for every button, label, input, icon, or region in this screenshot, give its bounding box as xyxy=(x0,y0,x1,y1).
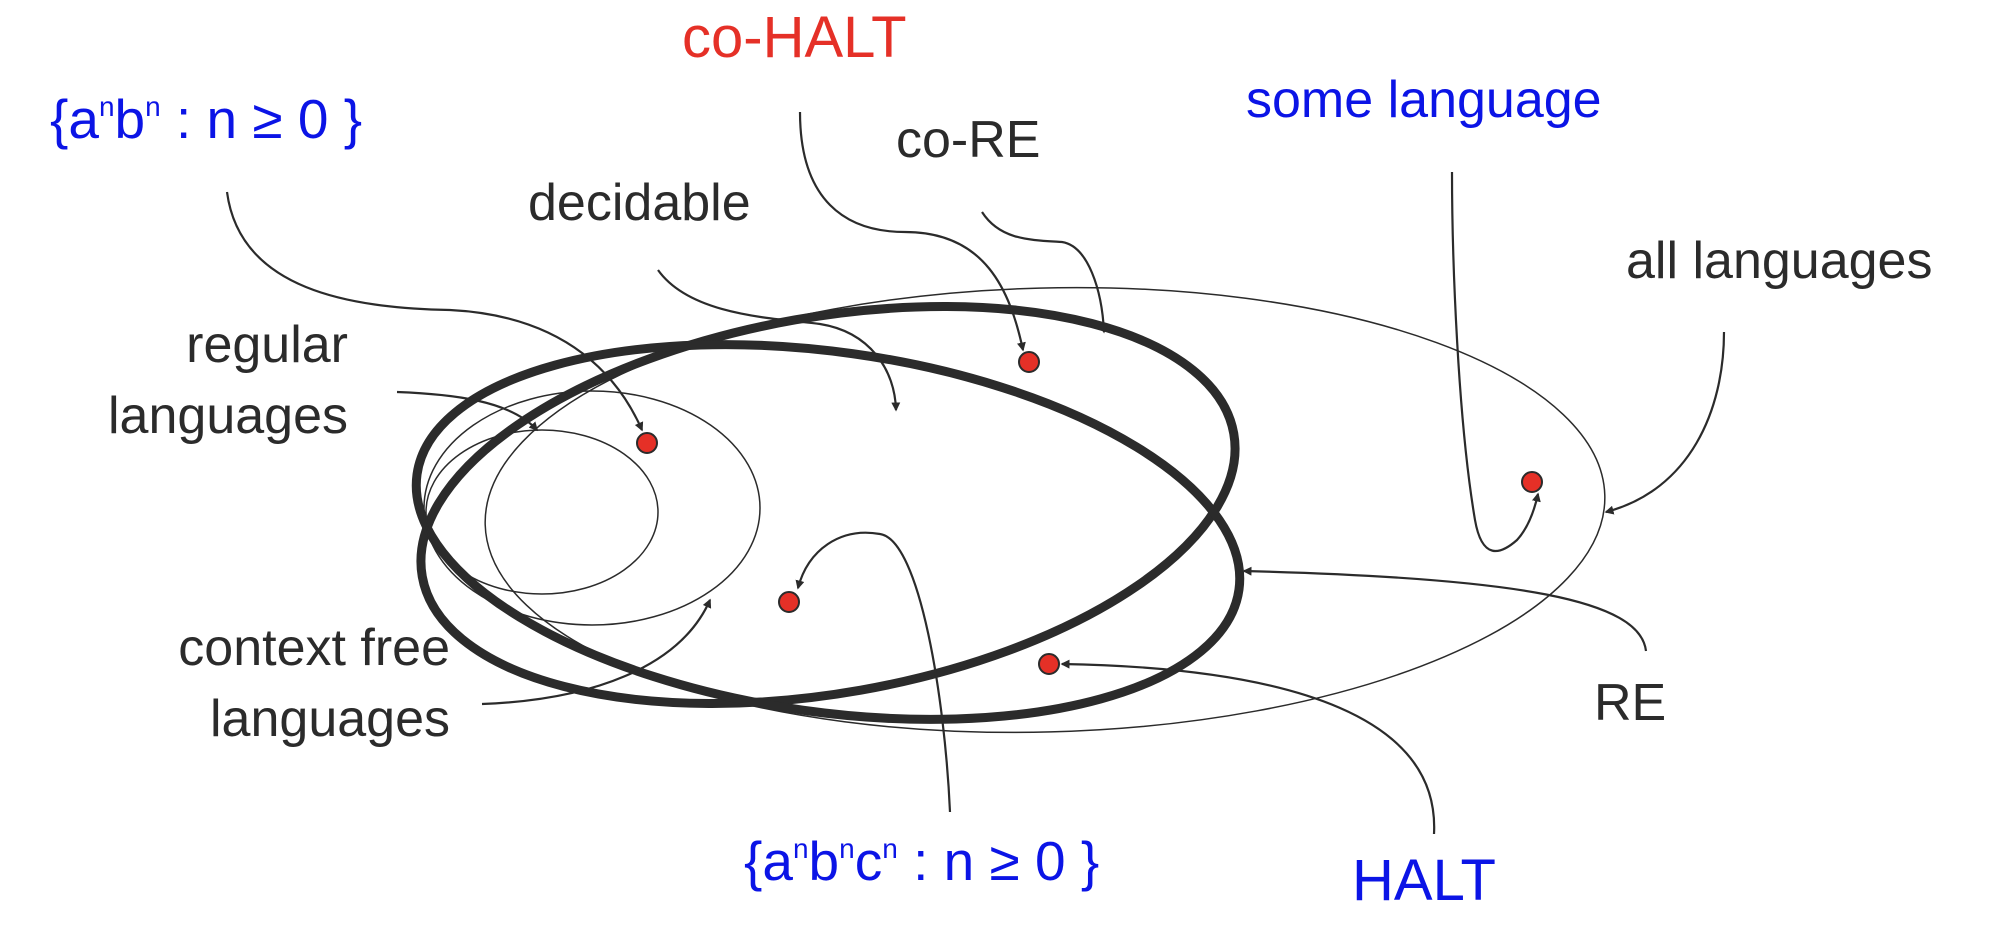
regular-languages-label-line1: regular xyxy=(186,316,348,374)
anbn-b: b xyxy=(115,88,146,150)
halt-dot xyxy=(1038,653,1060,675)
anbncn-arrow xyxy=(795,531,952,813)
anbncn-c: c xyxy=(855,830,883,892)
anbncn-exponent-3: n xyxy=(882,833,898,864)
anbn-dot xyxy=(636,432,658,454)
anbn-suffix: : n ≥ 0 } xyxy=(161,88,362,150)
all-languages-arrow xyxy=(1604,331,1726,515)
some-language-arrow xyxy=(1450,171,1541,553)
decidable-label: decidable xyxy=(528,174,751,232)
some-language-dot xyxy=(1521,471,1543,493)
co-re-label: co-RE xyxy=(896,111,1040,169)
anbncn-dot xyxy=(778,591,800,613)
anbncn-b: b xyxy=(809,830,840,892)
co-halt-dot xyxy=(1018,351,1040,373)
anbncn-exponent-1: n xyxy=(793,833,809,864)
re-arrow xyxy=(1242,566,1648,652)
regular-languages-label-line2: languages xyxy=(108,387,348,445)
anbn-label: {anbn : n ≥ 0 } xyxy=(50,88,362,150)
co-halt-label: co-HALT xyxy=(682,5,907,70)
some-language-label: some language xyxy=(1246,71,1602,129)
context-free-label-line2: languages xyxy=(210,690,450,748)
regular-ellipse xyxy=(425,429,659,595)
decidable-arrow xyxy=(657,269,901,412)
context-free-ellipse xyxy=(423,390,761,626)
anbn-arrow xyxy=(225,191,644,432)
re-ellipse xyxy=(411,340,1245,724)
anbn-exponent-2: n xyxy=(145,91,161,122)
anbn-exponent-1: n xyxy=(99,91,115,122)
halt-arrow xyxy=(1060,659,1436,835)
context-free-label-line1: context free xyxy=(178,619,450,677)
context-free-arrow xyxy=(481,598,712,706)
re-label: RE xyxy=(1594,674,1666,732)
all-languages-label: all languages xyxy=(1626,232,1932,290)
co-halt-arrow xyxy=(798,111,1026,352)
all-languages-ellipse xyxy=(484,286,1606,734)
halt-label: HALT xyxy=(1352,848,1496,913)
anbncn-suffix: : n ≥ 0 } xyxy=(898,830,1099,892)
anbncn-label: {anbncn : n ≥ 0 } xyxy=(744,830,1099,892)
anbncn-prefix: {a xyxy=(744,830,793,892)
regular-arrow xyxy=(396,390,539,432)
anbn-prefix: {a xyxy=(50,88,99,150)
co-re-arrow xyxy=(981,211,1109,334)
co-re-ellipse xyxy=(416,302,1240,708)
anbncn-exponent-2: n xyxy=(839,833,855,864)
